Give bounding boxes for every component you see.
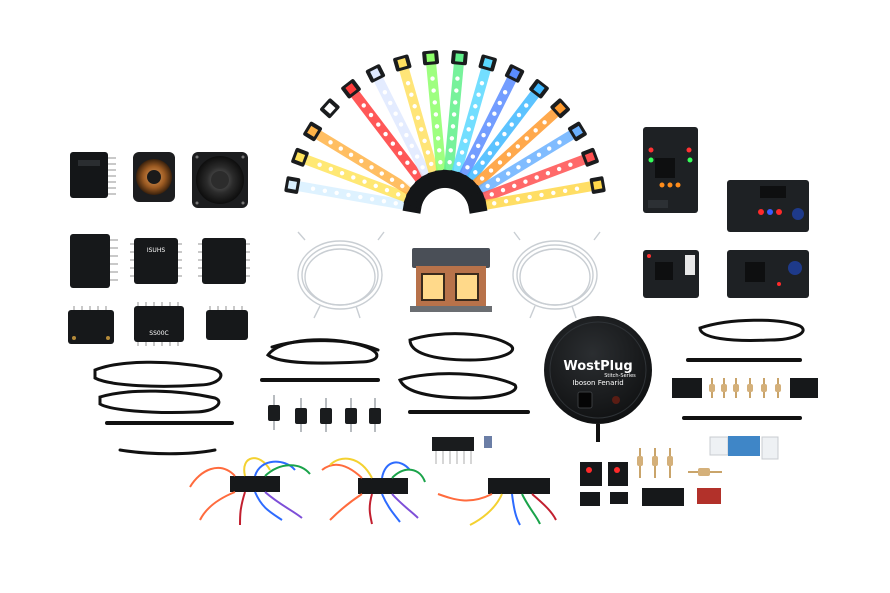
led-strip-fan [284,50,606,214]
device-brand-small: Stitch-Series [604,373,636,379]
chip-label: SS00C [149,330,168,337]
harness-3 [437,478,557,526]
cable-group [93,318,805,456]
ic-row-3: SS00C [68,302,248,346]
harness-1 [189,457,311,526]
fairy-light-coil-left [297,231,385,319]
led-strip [450,64,525,194]
connector-harness-group [189,436,557,526]
chip-label: ISUHS [147,247,165,254]
led-strip [365,64,440,194]
plug-group [268,395,381,432]
device-brand: WostPlug [563,359,632,374]
board-small-left [643,250,699,298]
led-strip [422,50,449,189]
speaker-small [133,152,175,202]
speaker-large [192,152,248,208]
led-strip [467,176,606,214]
board-wide [727,180,809,232]
device-model: Iboson Fenarid [572,379,623,387]
led-strip [303,121,428,205]
model-house [410,248,492,312]
harness-2 [321,457,426,525]
led-strip [320,98,432,201]
ic-row-2: ISUHS [70,234,250,288]
transformer-module [70,152,116,198]
puck-controller: WostPlug Stitch-Series Iboson Fenarid [544,316,652,442]
left-ic-group: ISUHS [68,152,250,346]
controller-boards [643,127,809,298]
fairy-light-coil-right [512,231,601,319]
led-strip [454,79,549,197]
board-large [643,127,698,213]
board-small-right [727,250,809,298]
small-parts-group [580,378,818,506]
